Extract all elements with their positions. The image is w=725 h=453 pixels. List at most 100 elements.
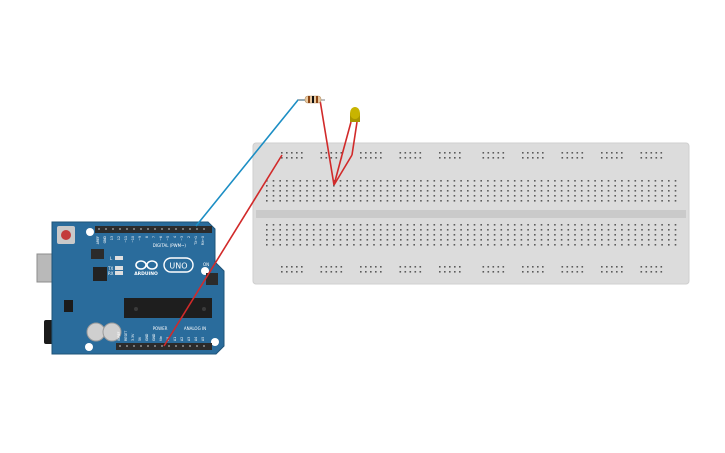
breadboard-hole[interactable] [527,185,529,187]
power-rail-hole[interactable] [561,152,564,154]
breadboard-hole[interactable] [292,244,295,246]
power-rail-hole[interactable] [655,152,658,154]
power-rail-hole[interactable] [360,271,362,273]
breadboard-hole[interactable] [641,185,643,187]
breadboard-hole[interactable] [393,185,395,187]
power-rail-hole[interactable] [640,152,643,154]
breadboard-hole[interactable] [413,229,415,231]
breadboard-hole[interactable] [286,200,288,202]
breadboard-hole[interactable] [527,234,529,236]
power-rail-hole[interactable] [581,152,584,154]
breadboard-hole[interactable] [460,224,462,226]
breadboard-hole[interactable] [580,229,583,231]
breadboard-hole[interactable] [674,190,677,192]
header-pin[interactable] [182,345,184,347]
power-rail-hole[interactable] [365,157,367,159]
breadboard-hole[interactable] [534,224,536,226]
power-rail-hole[interactable] [454,157,456,159]
breadboard-hole[interactable] [534,180,536,182]
breadboard-hole[interactable] [654,239,657,241]
breadboard-hole[interactable] [513,224,516,226]
breadboard-hole[interactable] [674,180,677,182]
power-rail-hole[interactable] [522,157,524,159]
power-rail-hole[interactable] [454,266,456,268]
power-rail-hole[interactable] [291,271,293,273]
breadboard-hole[interactable] [574,224,576,226]
breadboard-hole[interactable] [279,200,281,202]
breadboard-hole[interactable] [554,200,556,202]
power-rail-hole[interactable] [566,157,569,159]
breadboard-hole[interactable] [540,180,543,182]
breadboard-hole[interactable] [554,224,556,226]
breadboard-hole[interactable] [406,229,409,231]
power-rail-hole[interactable] [502,266,505,268]
breadboard-hole[interactable] [487,190,489,192]
breadboard-hole[interactable] [312,200,315,202]
breadboard-hole[interactable] [286,185,288,187]
breadboard-hole[interactable] [339,234,342,236]
header-pin[interactable] [119,345,121,347]
breadboard-hole[interactable] [379,239,382,241]
breadboard-hole[interactable] [500,185,503,187]
breadboard-hole[interactable] [359,195,362,197]
breadboard-hole[interactable] [306,239,308,241]
breadboard-hole[interactable] [480,244,482,246]
breadboard-hole[interactable] [346,234,348,236]
power-rail-hole[interactable] [439,157,441,159]
power-rail-hole[interactable] [502,157,505,159]
breadboard-hole[interactable] [487,224,489,226]
breadboard-hole[interactable] [272,190,275,192]
breadboard-hole[interactable] [567,180,570,182]
breadboard-hole[interactable] [286,180,288,182]
breadboard-hole[interactable] [420,190,422,192]
power-rail-hole[interactable] [542,152,544,154]
breadboard-hole[interactable] [654,229,657,231]
breadboard-hole[interactable] [339,190,342,192]
breadboard-hole[interactable] [359,229,362,231]
breadboard-hole[interactable] [614,200,616,202]
breadboard-hole[interactable] [487,195,489,197]
breadboard-hole[interactable] [654,234,657,236]
breadboard-hole[interactable] [433,224,436,226]
power-rail-hole[interactable] [409,266,412,268]
power-rail-hole[interactable] [487,152,490,154]
breadboard-hole[interactable] [272,234,275,236]
breadboard-hole[interactable] [554,234,556,236]
breadboard-hole[interactable] [353,190,355,192]
breadboard-hole[interactable] [420,180,422,182]
breadboard-hole[interactable] [647,180,650,182]
breadboard-hole[interactable] [493,195,496,197]
breadboard-hole[interactable] [346,224,348,226]
power-rail-hole[interactable] [399,266,402,268]
breadboard-hole[interactable] [560,190,563,192]
power-rail-hole[interactable] [365,271,367,273]
breadboard-hole[interactable] [373,190,375,192]
breadboard-hole[interactable] [353,229,355,231]
breadboard-hole[interactable] [312,180,315,182]
breadboard-hole[interactable] [306,200,308,202]
breadboard-hole[interactable] [674,195,677,197]
breadboard-hole[interactable] [366,239,369,241]
breadboard-hole[interactable] [312,234,315,236]
breadboard-hole[interactable] [453,180,456,182]
power-rail-hole[interactable] [414,266,417,268]
breadboard-hole[interactable] [406,185,409,187]
breadboard-hole[interactable] [540,190,543,192]
breadboard-hole[interactable] [614,229,616,231]
power-rail-hole[interactable] [482,152,485,154]
power-rail-hole[interactable] [650,266,653,268]
breadboard-hole[interactable] [426,239,429,241]
header-pin[interactable] [189,228,191,230]
power-rail-hole[interactable] [340,152,343,154]
power-rail-hole[interactable] [640,157,643,159]
breadboard-hole[interactable] [527,224,529,226]
breadboard-hole[interactable] [674,234,677,236]
breadboard-hole[interactable] [306,229,308,231]
breadboard-hole[interactable] [453,229,456,231]
breadboard-hole[interactable] [460,229,462,231]
power-analog-header[interactable] [116,343,212,350]
breadboard-hole[interactable] [493,239,496,241]
breadboard-hole[interactable] [574,195,576,197]
power-rail-hole[interactable] [542,271,544,273]
